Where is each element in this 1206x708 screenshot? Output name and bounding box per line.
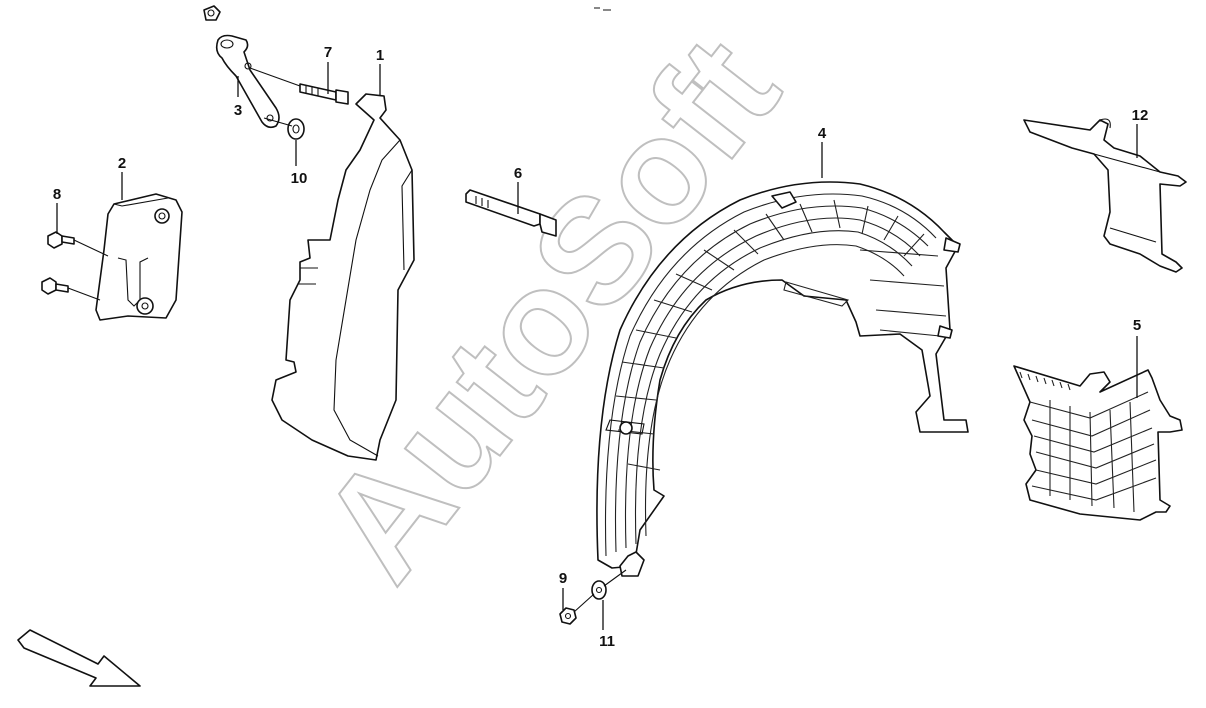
callout-12: 12 (1132, 107, 1149, 124)
callout-10: 10 (291, 170, 308, 187)
leader-lines (56, 62, 1138, 630)
callout-2: 2 (118, 155, 126, 172)
part-1-side-panel[interactable] (271, 93, 415, 461)
part-8-screws[interactable] (41, 231, 109, 301)
callout-6: 6 (514, 165, 522, 182)
callout-8: 8 (53, 186, 61, 203)
part-3-bracket[interactable] (203, 5, 280, 129)
callout-labels: 1 2 3 4 5 6 7 8 9 10 11 12 (53, 44, 1149, 650)
part-9-nut[interactable] (559, 607, 577, 625)
part-7-bolt[interactable] (249, 67, 349, 105)
part-5-lower-grille[interactable] (1013, 365, 1183, 521)
callout-7: 7 (324, 44, 332, 61)
part-12-upper-bracket[interactable] (1023, 118, 1187, 273)
part-2-bracket[interactable] (95, 193, 183, 321)
part-11-washer[interactable] (573, 569, 627, 613)
part-10-spacer[interactable] (263, 117, 305, 140)
callout-1: 1 (376, 47, 384, 64)
part-6-long-bolt[interactable] (465, 189, 557, 237)
callout-4: 4 (818, 125, 827, 142)
top-mark (594, 7, 611, 11)
callout-9: 9 (559, 570, 567, 587)
front-direction-arrow-icon (17, 629, 141, 687)
callout-3: 3 (234, 102, 242, 119)
callout-5: 5 (1133, 317, 1141, 334)
callout-11: 11 (599, 633, 615, 650)
part-4-wheel-arch-liner[interactable] (596, 181, 969, 577)
